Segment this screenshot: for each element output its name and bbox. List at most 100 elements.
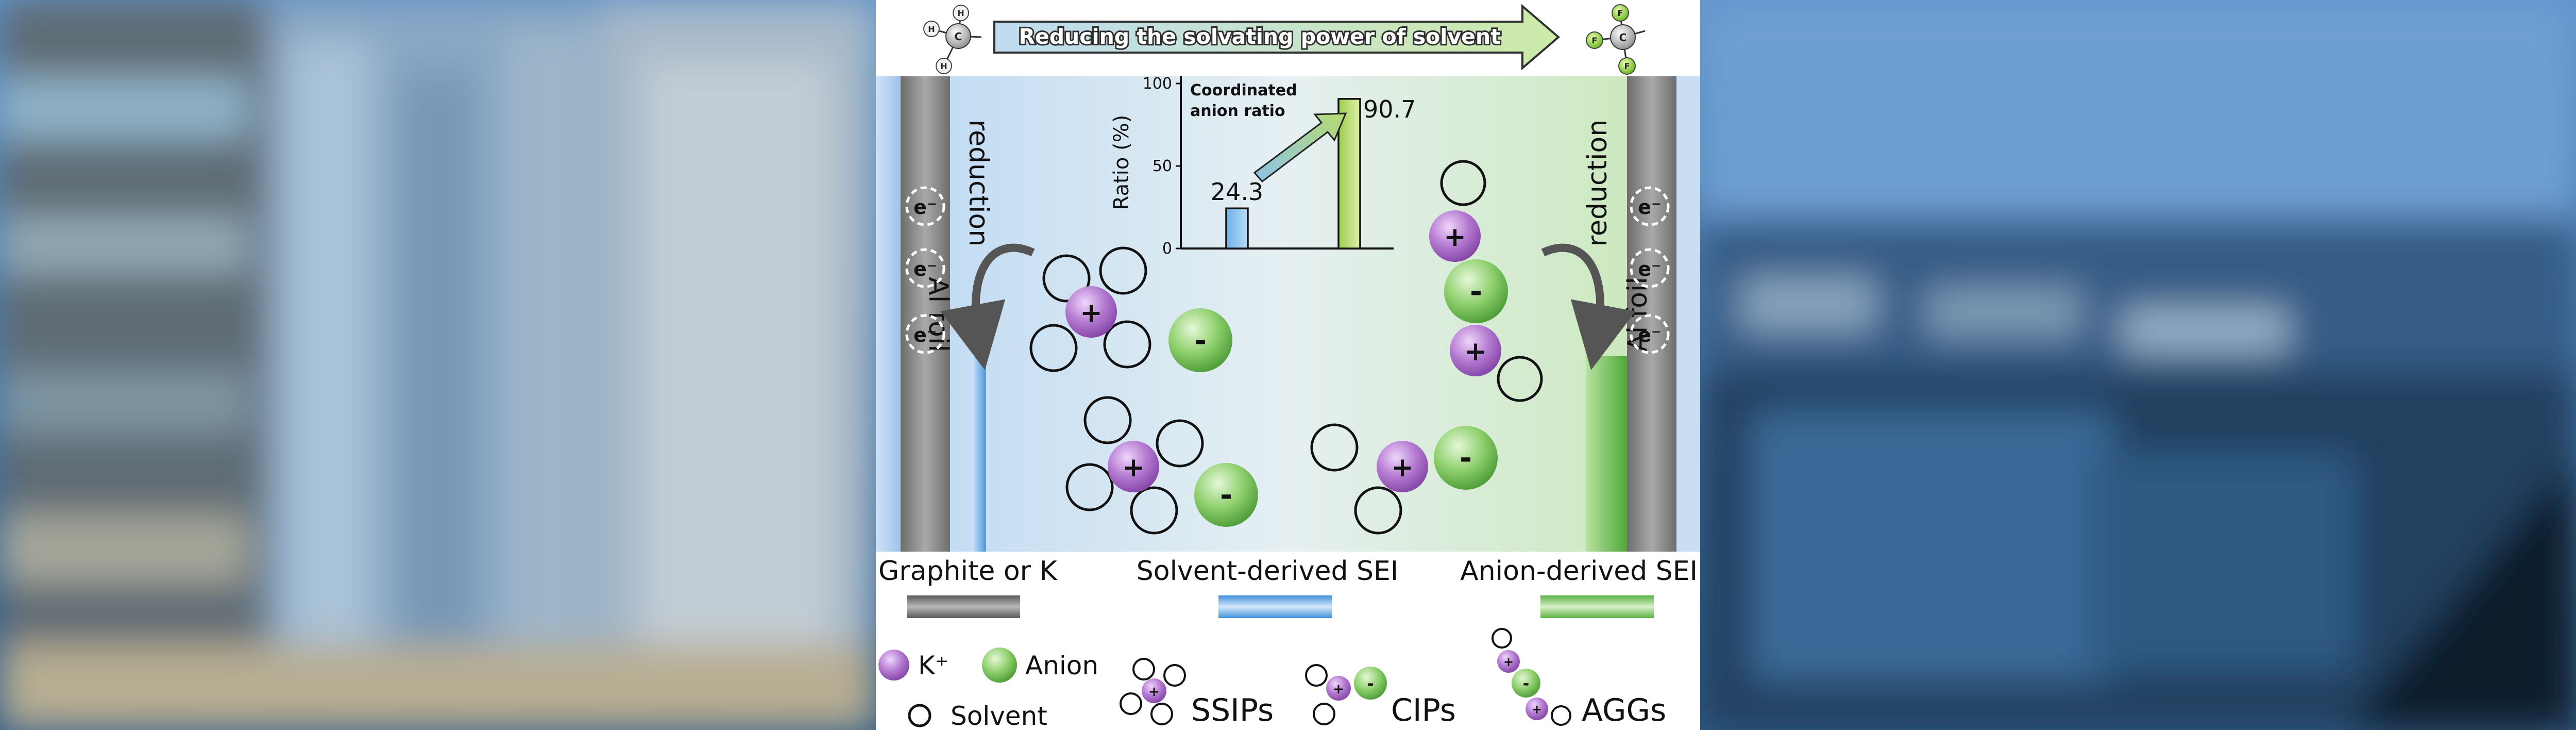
right-al-foil <box>1675 76 1700 552</box>
fluorine-atom <box>1618 57 1636 75</box>
solvent-molecule <box>1083 396 1132 444</box>
anion <box>1434 426 1498 490</box>
hydrogen-atom <box>936 58 952 74</box>
left-al-foil <box>876 76 901 552</box>
inset-trend-arrow <box>1253 112 1347 183</box>
legend-cation-icon <box>878 650 909 681</box>
fluorine-atom <box>1586 31 1603 49</box>
agg-cluster: - + + <box>1429 160 1543 402</box>
electron-label: e⁻ <box>913 196 937 219</box>
cation-sign: + <box>1532 702 1542 717</box>
electron-label: e⁻ <box>913 258 937 280</box>
legend-swatch-anion-sei <box>1540 595 1654 618</box>
electron-icon <box>1630 186 1670 226</box>
left-electrons: e⁻ e⁻ e⁻ <box>905 186 945 354</box>
legend-swatch-solvent-sei <box>1218 595 1332 618</box>
hydrogen-label: H <box>928 24 935 34</box>
anion <box>1444 259 1508 323</box>
carbon-atom <box>945 23 971 49</box>
electron-label: e⁻ <box>1638 258 1662 280</box>
cation-sign: + <box>1444 222 1466 253</box>
inset-y-tick-label: 0 <box>1162 240 1172 258</box>
legend-label-solvent-sei: Solvent-derived SEI <box>1137 556 1398 587</box>
right-curved-arrow <box>1541 243 1636 370</box>
cation-sign: + <box>1080 297 1103 328</box>
hydrogen-atom <box>953 5 969 21</box>
solvent-molecule <box>1103 320 1151 369</box>
anion-derived-sei-layer <box>1586 356 1627 552</box>
anion-sign: - <box>1367 674 1374 693</box>
solvent-molecule <box>1440 160 1486 206</box>
inset-bar-chart: Ratio (%) 0 50 100 Coordinated anion rat… <box>1110 75 1416 258</box>
inset-bar-24-3 <box>1225 207 1249 250</box>
potassium-ion <box>1377 441 1428 492</box>
fluorine-label: F <box>1618 8 1623 18</box>
carbon-label: C <box>1619 31 1627 44</box>
solvent-molecule <box>1130 486 1178 535</box>
cation-sign: + <box>1148 684 1160 700</box>
inset-bar-90-7 <box>1337 98 1361 250</box>
legend-aggs-label: AGGs <box>1582 692 1666 728</box>
legend-aggs-icon: - + + <box>1492 628 1571 726</box>
solvent-molecule <box>1497 356 1543 402</box>
inset-y-axis-label: Ratio (%) <box>1110 115 1133 210</box>
fluorinated-molecule-icon: F F F C <box>1586 4 1646 75</box>
inset-annotation: Coordinated anion ratio <box>1190 81 1302 120</box>
legend-cips-icon: - + <box>1305 664 1387 725</box>
anion-sign: - <box>1523 675 1529 693</box>
legend-swatch-graphite <box>907 595 1020 618</box>
free-anion-lower: - <box>1194 463 1258 527</box>
fluorine-label: F <box>1624 61 1630 71</box>
electron-label: e⁻ <box>1638 324 1662 346</box>
sei-legend: Graphite or K Solvent-derived SEI Anion-… <box>878 556 1698 618</box>
solvent-molecule <box>1354 486 1402 535</box>
potassium-ion <box>1108 441 1159 492</box>
legend-ssips-label: SSIPs <box>1191 692 1274 728</box>
hydrogen-label: H <box>940 61 947 71</box>
left-reduction-label: reduction <box>963 120 994 246</box>
cip-cluster: - + <box>1310 423 1498 535</box>
solvent-molecule <box>1029 324 1078 372</box>
cation-sign: + <box>1391 452 1414 483</box>
legend-solvent-label: Solvent <box>951 701 1047 730</box>
electron-icon <box>1630 248 1670 288</box>
right-electrons: e⁻ e⁻ e⁻ <box>1630 186 1670 354</box>
electron-label: e⁻ <box>1638 196 1662 219</box>
legend-anion-icon <box>982 648 1017 683</box>
potassium-ion <box>1450 325 1501 376</box>
ssip-cluster-lower: + <box>1065 396 1204 535</box>
electron-icon <box>905 186 945 226</box>
right-reduction-label: reduction <box>1582 120 1613 246</box>
hydrogen-label: H <box>957 8 964 18</box>
solvent-molecule <box>1042 254 1091 303</box>
legend-cips-label: CIPs <box>1391 692 1456 728</box>
solvent-molecule <box>1099 246 1147 295</box>
hydrogen-atom <box>923 21 940 37</box>
cation-sign: + <box>1464 336 1487 367</box>
species-legend: K⁺ Anion Solvent + SSIPs - + CIPs <box>878 628 1666 730</box>
free-anion-upper: - <box>1168 308 1232 372</box>
solvent-molecule-icon: H H H C <box>923 5 982 74</box>
left-curved-arrow <box>940 243 1035 370</box>
legend-ssips-icon: + <box>1120 658 1186 725</box>
inset-y-tick-label: 100 <box>1143 75 1172 93</box>
legend-label-anion-sei: Anion-derived SEI <box>1460 556 1698 587</box>
legend-cation-label: K⁺ <box>918 651 948 681</box>
anion-sign: - <box>1460 440 1472 475</box>
cation-sign: + <box>1503 655 1514 669</box>
banner-arrow <box>993 4 1561 71</box>
diagram-panel: H H H C Reducing the solvating power of … <box>876 0 1700 730</box>
potassium-ion <box>1065 286 1117 338</box>
electron-icon <box>1630 314 1670 354</box>
anion-sign: - <box>1220 477 1232 512</box>
legend-label-graphite: Graphite or K <box>878 556 1058 587</box>
electron-label: e⁻ <box>913 324 937 346</box>
electron-icon <box>905 248 945 288</box>
legend-anion-label: Anion <box>1025 651 1098 681</box>
banner-title: Reducing the solvating power of solvent <box>1019 24 1500 49</box>
anion <box>1168 308 1232 372</box>
cation-sign: + <box>1333 682 1344 697</box>
carbon-atom <box>1610 24 1636 50</box>
anion <box>1194 463 1258 527</box>
solvent-molecule <box>1310 423 1359 472</box>
